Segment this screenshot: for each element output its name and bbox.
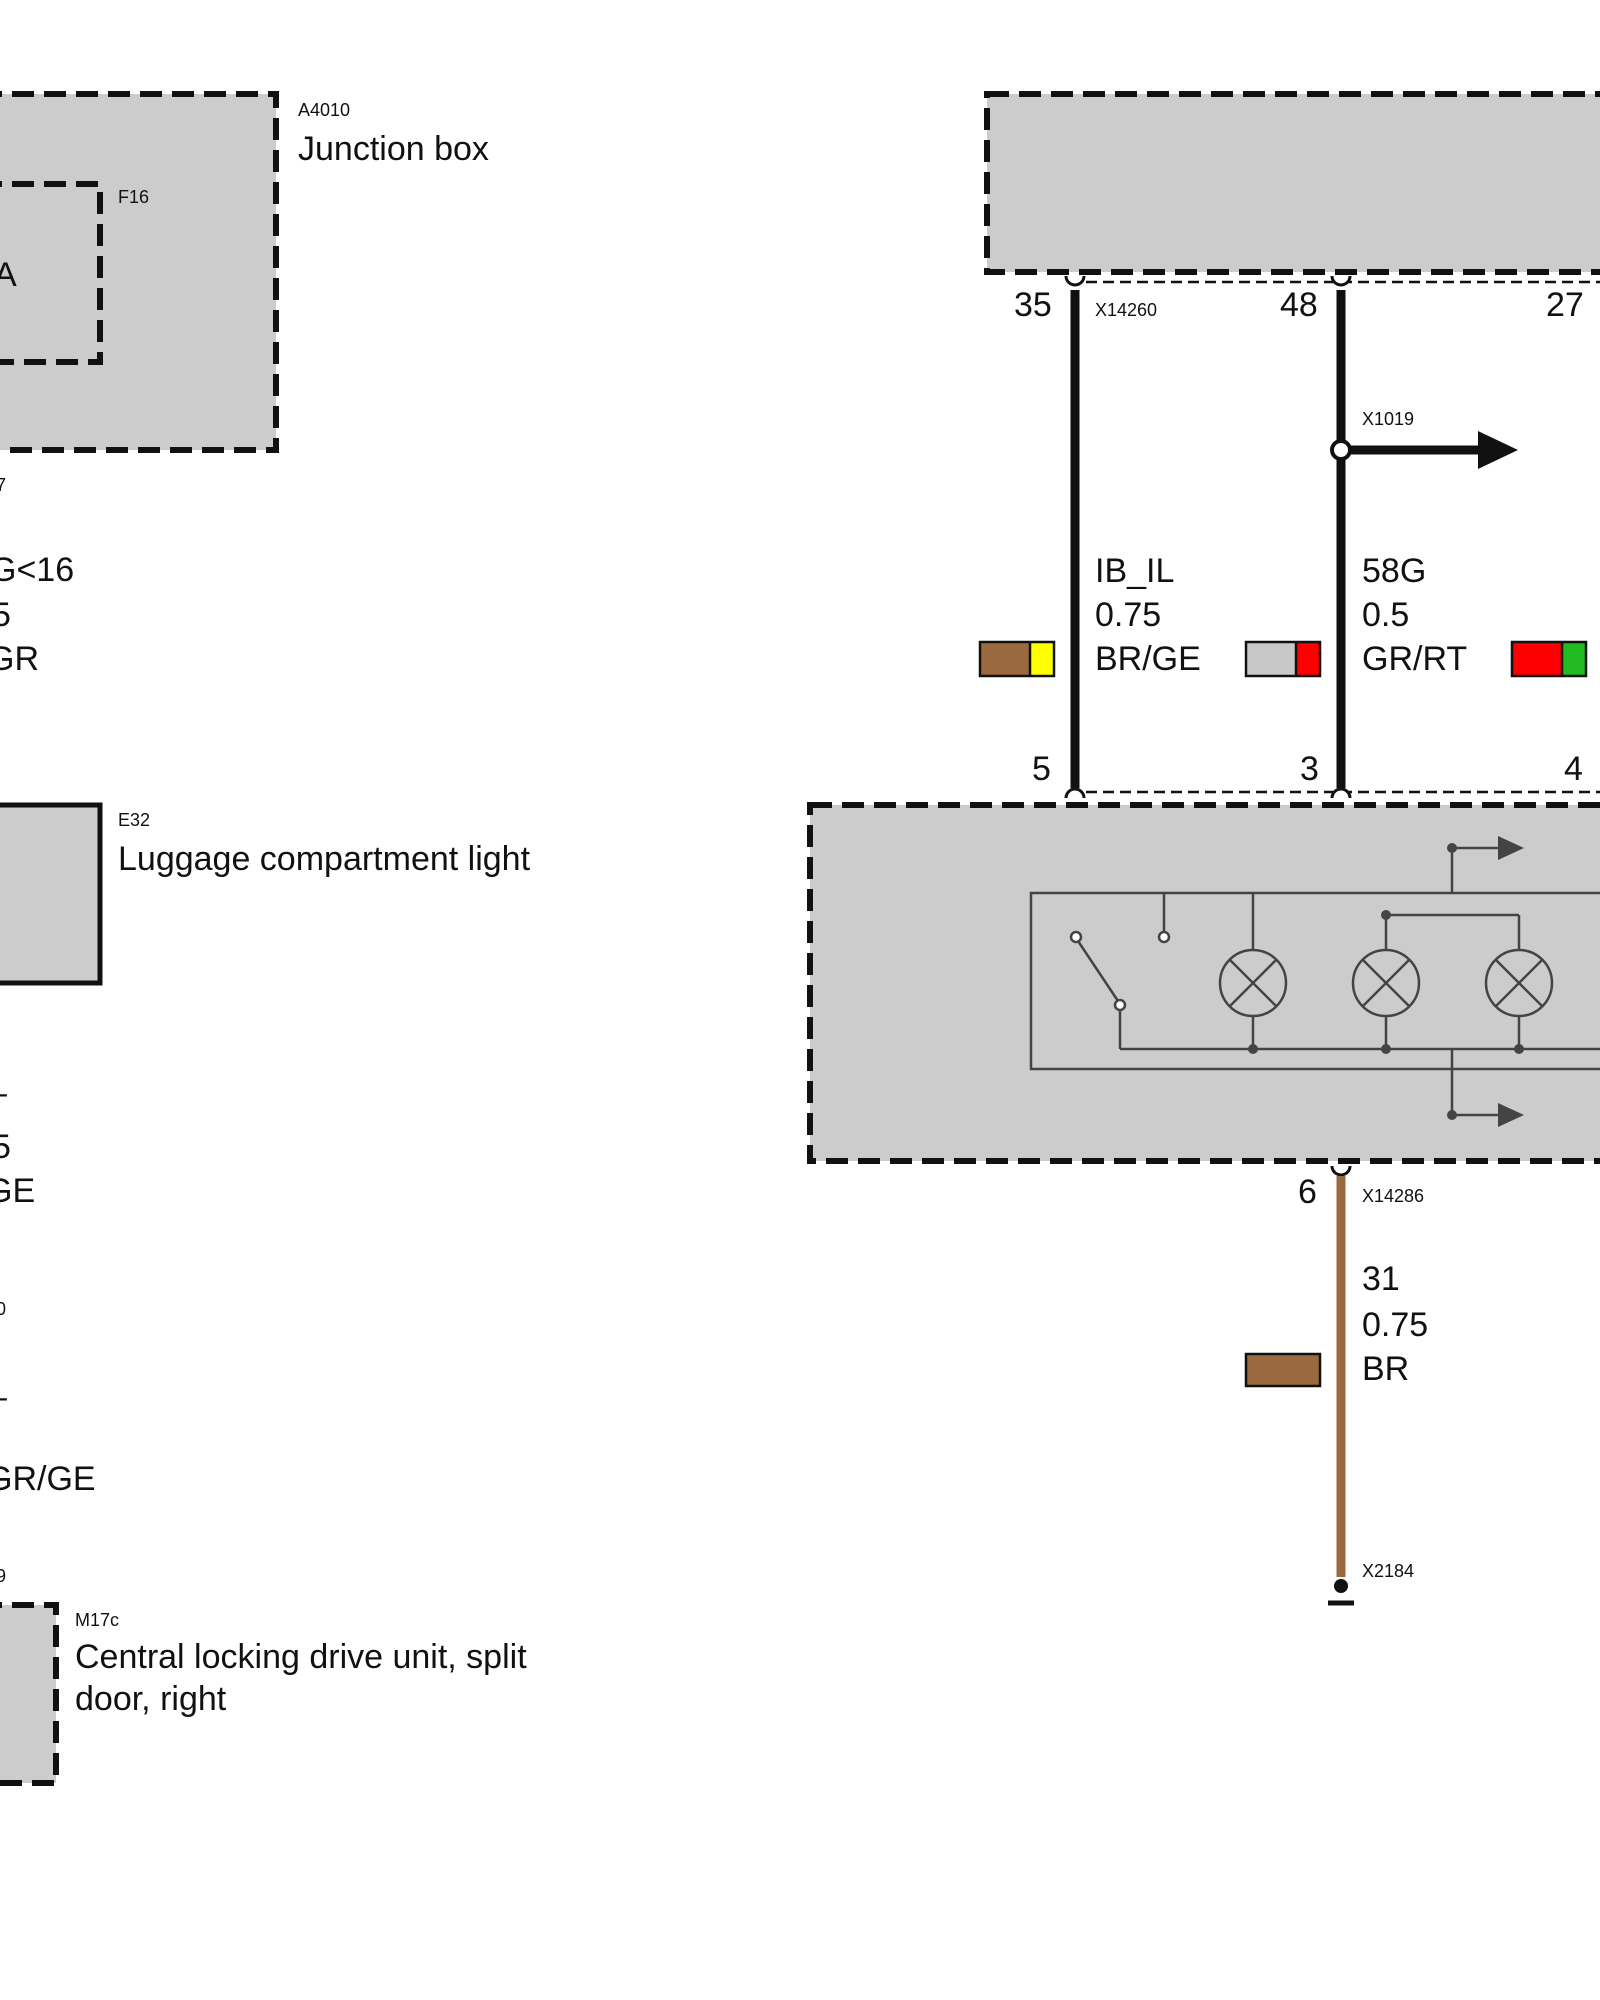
splice-x1019 xyxy=(1330,439,1352,461)
wire2-color-swatch xyxy=(1244,640,1322,678)
switch-pivot-top xyxy=(1069,930,1083,944)
fuse-f16 xyxy=(0,181,103,365)
junction-dot-lower-3 xyxy=(1514,1044,1524,1054)
light-pin-4-label: 4 xyxy=(1564,750,1583,788)
fuse-rating-partial: A xyxy=(0,256,17,294)
connector-x14260-label: X14260 xyxy=(1095,300,1157,320)
left-wire3-color: GR/GE xyxy=(0,1460,96,1498)
wire3-size: 0.75 xyxy=(1362,1306,1428,1344)
left-wire2-color: GE xyxy=(0,1172,35,1210)
lamp-1 xyxy=(1218,893,1288,1049)
drive-unit-name-line1: Central locking drive unit, split xyxy=(75,1638,527,1676)
swatch-brown xyxy=(980,642,1030,676)
pin-48-label: 48 xyxy=(1280,286,1318,324)
pin-35-label: 35 xyxy=(1014,286,1052,324)
junction-box-id: A4010 xyxy=(298,100,350,120)
fuse-id: F16 xyxy=(118,187,149,207)
splice-x1019-label: X1019 xyxy=(1362,409,1414,429)
wire3-color: BR xyxy=(1362,1350,1409,1388)
luggage-light-module xyxy=(807,802,1600,1164)
swatch-green xyxy=(1562,642,1586,676)
wire2-size: 0.5 xyxy=(1362,596,1409,634)
light-pin-6-label: 6 xyxy=(1298,1173,1317,1211)
output-arrow-lower xyxy=(1498,1103,1524,1127)
wire1-color: BR/GE xyxy=(1095,640,1201,678)
junction-dot-lower-2 xyxy=(1381,1044,1391,1054)
swatch-red-2 xyxy=(1512,642,1562,676)
wire3-offpage-swatch xyxy=(1510,640,1588,678)
internal-schematic xyxy=(1029,836,1600,1127)
junction-dot-lower-1 xyxy=(1248,1044,1258,1054)
luggage-light-name: Luggage compartment light xyxy=(118,840,531,878)
ground-x2184-label: X2184 xyxy=(1362,1561,1414,1581)
luggage-light-id: E32 xyxy=(118,810,150,830)
ground-point xyxy=(1334,1579,1348,1593)
wire1-color-swatch xyxy=(978,640,1056,678)
switch-lever xyxy=(1076,940,1120,1002)
light-pin-5-label: 5 xyxy=(1032,750,1051,788)
splice-arrow-head xyxy=(1478,431,1518,469)
wire3-signal: 31 xyxy=(1362,1260,1400,1298)
lamp-2 xyxy=(1351,915,1421,1049)
switch-pivot-bottom xyxy=(1113,998,1127,1012)
internal-frame xyxy=(1029,891,1600,1071)
junction-dot-upper xyxy=(1381,910,1391,920)
left-wire1-color: GR xyxy=(0,640,39,678)
lamp-3 xyxy=(1484,915,1554,1049)
wire2-color: GR/RT xyxy=(1362,640,1467,678)
light-pin-3-label: 3 xyxy=(1300,750,1319,788)
drive-unit-name-line2: door, right xyxy=(75,1680,227,1718)
left-wire2-signal: – xyxy=(0,1074,7,1112)
pin-48-terminal xyxy=(1330,275,1352,287)
pin-27-label: 27 xyxy=(1546,286,1584,324)
wire3-color-swatch xyxy=(1244,1352,1322,1388)
light-pin-6-terminal xyxy=(1330,1165,1352,1177)
wire1-signal: IB_IL xyxy=(1095,552,1174,590)
pin-35-terminal xyxy=(1064,275,1086,287)
left-wire4-connector: 9 xyxy=(0,1566,6,1586)
drive-unit-id: M17c xyxy=(75,1610,119,1630)
junction-box-name: Junction box xyxy=(298,130,489,168)
wire2-signal: 58G xyxy=(1362,552,1426,590)
left-wire2-size: 5 xyxy=(0,1128,11,1166)
left-wire1-connector: 7 xyxy=(0,475,6,495)
swatch-gray xyxy=(1246,642,1296,676)
left-wire1-signal: G<16 xyxy=(0,551,74,589)
luggage-light-box xyxy=(0,802,103,986)
output-arrow-upper xyxy=(1498,836,1524,860)
swatch-red xyxy=(1296,642,1320,676)
swatch-yellow xyxy=(1030,642,1054,676)
left-wire3-signal: – xyxy=(0,1378,7,1416)
switch-contact xyxy=(1157,930,1171,944)
top-control-unit xyxy=(984,91,1600,275)
light-pin-5-terminal xyxy=(1064,787,1086,799)
drive-unit-box xyxy=(0,1602,59,1786)
wire1-size: 0.75 xyxy=(1095,596,1161,634)
left-wire3-connector: 0 xyxy=(0,1299,6,1319)
connector-x14286-label: X14286 xyxy=(1362,1186,1424,1206)
left-wire1-size: 5 xyxy=(0,596,11,634)
light-pin-3-terminal xyxy=(1330,787,1352,799)
